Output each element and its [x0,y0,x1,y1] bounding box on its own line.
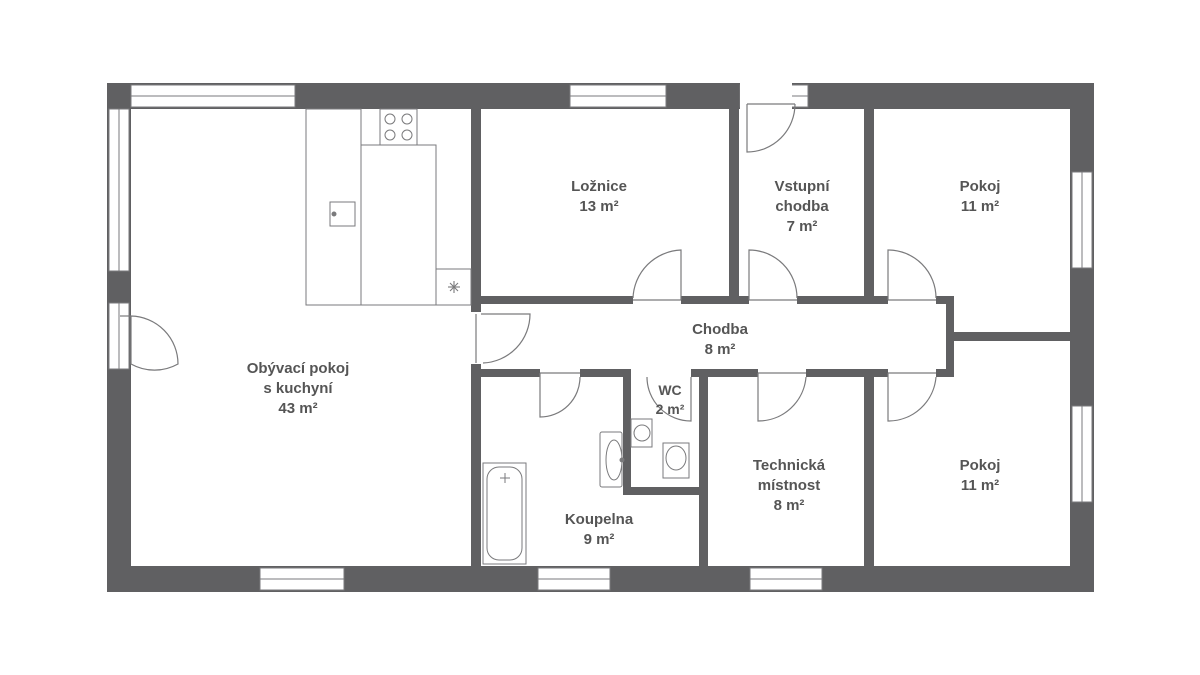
room-label-wc: WC 2 m² [656,381,685,419]
room-area: 8 m² [773,497,805,514]
room-label-entrance: Vstupní chodba 7 m² [775,177,830,237]
room-area: 13 m² [579,198,619,215]
kitchen-sink [329,201,356,227]
kitchen-counter [305,108,362,306]
room-name: Koupelna [564,511,634,528]
room-area: 9 m² [583,531,615,548]
room-name: Pokoj [959,178,1001,195]
wall-rooms-divider [954,332,1070,341]
wall-bath-utility [699,377,708,566]
door-swing [646,376,692,422]
room-label-utility: Technická místnost 8 m² [753,456,825,516]
door-swing [757,373,807,422]
wall-hall-south [481,369,954,377]
doors [120,82,937,422]
room-label-living: Obývací pokoj s kuchyní 43 m² [247,359,350,419]
room-name: místnost [757,477,821,494]
door-swing [539,373,581,418]
stove-burner [384,129,396,141]
bathroom-fixtures [482,418,690,565]
wall-hall-east [946,296,954,377]
door-swing [746,103,796,153]
door-swing [130,315,179,371]
room-name: Ložnice [571,178,627,195]
room-name: s kuchyní [263,380,333,397]
stove-burner [401,129,413,141]
wall-entrance-room [864,109,874,300]
stove-burner [401,113,413,125]
room-name: WC [658,382,682,398]
room-label-hallway: Chodba 8 m² [692,320,748,360]
wall-hall-north [481,296,954,304]
wall-wc-south [623,487,700,495]
room-area: 2 m² [655,401,685,417]
wall-wc-west [623,377,631,495]
kitchen [305,108,472,306]
room-area: 7 m² [786,218,818,235]
room-name: Vstupní [774,178,830,195]
wc-sink [630,418,653,448]
room-area: 8 m² [704,341,736,358]
room-area: 11 m² [960,198,1000,215]
stove-burner [384,113,396,125]
toilet [662,442,690,479]
room-label-room-se: Pokoj 11 m² [960,456,1001,496]
room-label-bathroom: Koupelna 9 m² [565,510,633,550]
room-name: Technická [752,457,826,474]
fridge [435,268,472,306]
door-swing [481,313,531,364]
room-label-bedroom: Ložnice 13 m² [571,177,627,217]
door-swing [887,249,937,300]
door-swing [748,249,798,300]
door-swing [887,373,937,422]
wall-utility-room [864,377,874,566]
room-name: Pokoj [959,457,1001,474]
room-area: 43 m² [278,400,318,417]
room-name: Chodba [692,321,748,338]
drain-icon [500,473,510,483]
room-name: chodba [775,198,829,215]
snowflake-icon [448,281,460,293]
wall-bedroom-entrance [729,109,739,300]
room-name: Obývací pokoj [246,360,350,377]
outer-wall-east [1070,83,1094,592]
door-swing [632,249,682,300]
room-area: 11 m² [960,477,1000,494]
room-label-room-ne: Pokoj 11 m² [960,177,1001,217]
stove [379,108,418,146]
kitchen-island [360,144,437,306]
wall-corner [114,90,130,106]
